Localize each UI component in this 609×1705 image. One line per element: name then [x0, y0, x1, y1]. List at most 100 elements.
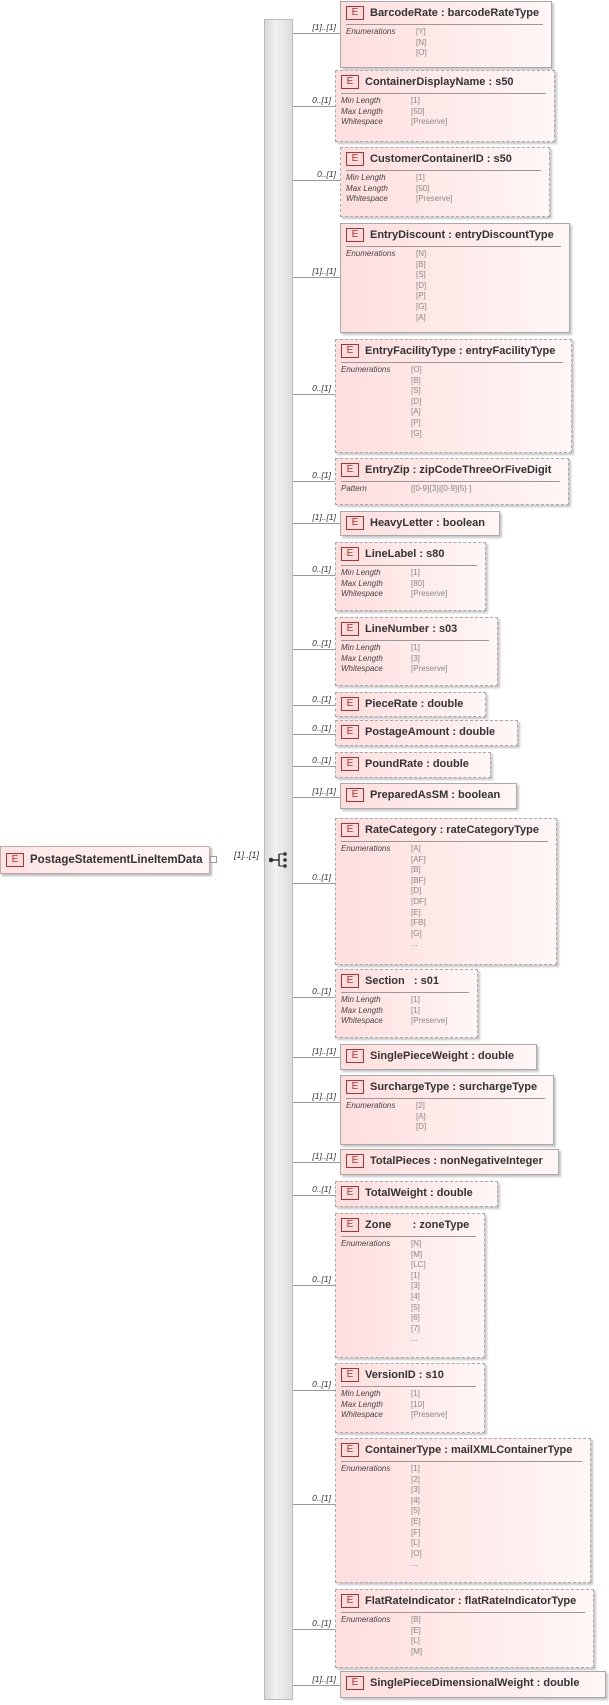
facet-values: [1]: [411, 643, 420, 654]
facet-value: [Y]: [416, 27, 426, 36]
facet-row: Min Length[1]: [346, 173, 549, 184]
facet-value: [3]: [411, 1281, 420, 1291]
collapse-toggle-icon[interactable]: [210, 856, 217, 863]
facet-value: [M]: [411, 1646, 423, 1656]
facet-value: [1]: [411, 1005, 420, 1015]
facet-row: Enumerations[A][AF][B][BF][D][DF][E][FB]…: [341, 844, 556, 950]
cardinality-label: [1]..[1]: [312, 1674, 336, 1684]
facet-value: [4]: [411, 1291, 420, 1301]
divider: [341, 1612, 585, 1613]
divider: [341, 640, 489, 641]
cardinality-label: [1]..[1]: [312, 512, 336, 522]
element-name: ContainerType : mailXMLContainerType: [365, 1444, 573, 1456]
connector-line: [293, 1685, 340, 1686]
divider: [341, 841, 548, 842]
facet-row: Enumerations[2][A][D]: [346, 1101, 553, 1133]
cardinality-label: [1]..[1]: [312, 1151, 336, 1161]
facet-name: Enumerations: [346, 27, 396, 36]
facet-value: [L]: [411, 1636, 420, 1646]
element-badge-icon: E: [346, 516, 364, 530]
connector-line: [293, 106, 335, 107]
cardinality-label: 0..[1]: [312, 1274, 331, 1284]
element-badge-icon: E: [341, 1368, 359, 1382]
element-name: Section : s01: [365, 975, 439, 987]
connector-line: [293, 1057, 340, 1058]
facet-name: Enumerations: [346, 1101, 396, 1110]
element-badge-icon: E: [346, 788, 364, 802]
connector-line: [293, 797, 340, 798]
element-badge-icon: E: [341, 697, 359, 711]
facet-value: [1]: [411, 96, 420, 105]
facet-row: Whitespace[Preserve]: [346, 194, 549, 205]
element-name: SurchargeType : surchargeType: [370, 1081, 538, 1093]
facet-name: Whitespace: [341, 664, 383, 674]
facet-row: Enumerations[Y][N][O]: [346, 27, 551, 59]
facet-value: [3]: [411, 1485, 420, 1495]
element-name: EntryDiscount : entryDiscountType: [370, 229, 554, 241]
facet-row: Max Length [1]: [341, 1006, 477, 1017]
element-badge-icon: E: [341, 622, 359, 636]
facet-value: [1]: [416, 173, 425, 182]
element-name: Zone : zoneType: [365, 1219, 470, 1231]
root-element[interactable]: E PostageStatementLineItemData: [0, 846, 210, 874]
element-badge-icon: E: [346, 1080, 364, 1094]
facet-value: [7]: [411, 1323, 420, 1333]
facet-name: Whitespace: [341, 1016, 383, 1026]
facet-value: [4]: [411, 1495, 420, 1505]
cardinality-label: 0..[1]: [312, 383, 331, 393]
facet-values: [10]: [411, 1400, 424, 1411]
facet-values: [O][B][S][D][A][P][G]: [411, 365, 422, 439]
facet-value: [50]: [416, 183, 430, 193]
facet-value: [A]: [411, 407, 421, 417]
divider: [341, 481, 560, 482]
facet-value: ...: [411, 1334, 418, 1344]
facet-value: [D]: [416, 280, 427, 290]
facet-name: Enumerations: [341, 365, 391, 374]
element-name: EntryZip : zipCodeThreeOrFiveDigit: [365, 464, 552, 476]
facet-value: [1]: [411, 1464, 420, 1473]
divider: [346, 246, 561, 247]
facet-values: [1]: [411, 1389, 420, 1400]
facet-value: [N]: [416, 37, 427, 47]
cardinality-label: 0..[1]: [312, 986, 331, 996]
facet-values: [N][B][S][D][P][G][A]: [416, 249, 427, 323]
facet-row: Enumerations[N][M][LC][1][3][4][5][6][7]…: [341, 1239, 484, 1345]
facet-value: [5]: [411, 1302, 420, 1312]
element-badge-icon: E: [6, 853, 24, 867]
facet-values: [B][E][L][M]: [411, 1615, 422, 1657]
facet-name: Max Length: [341, 1005, 383, 1015]
facet-row: Enumerations[1][2][3][4][5][E][F][L][O].…: [341, 1464, 590, 1570]
element-badge-icon: E: [341, 1218, 359, 1232]
facet-name: Max Length: [341, 106, 383, 116]
facet-value: [P]: [416, 291, 426, 301]
facet-values: [1][2][3][4][5][E][F][L][O]...: [411, 1464, 422, 1570]
